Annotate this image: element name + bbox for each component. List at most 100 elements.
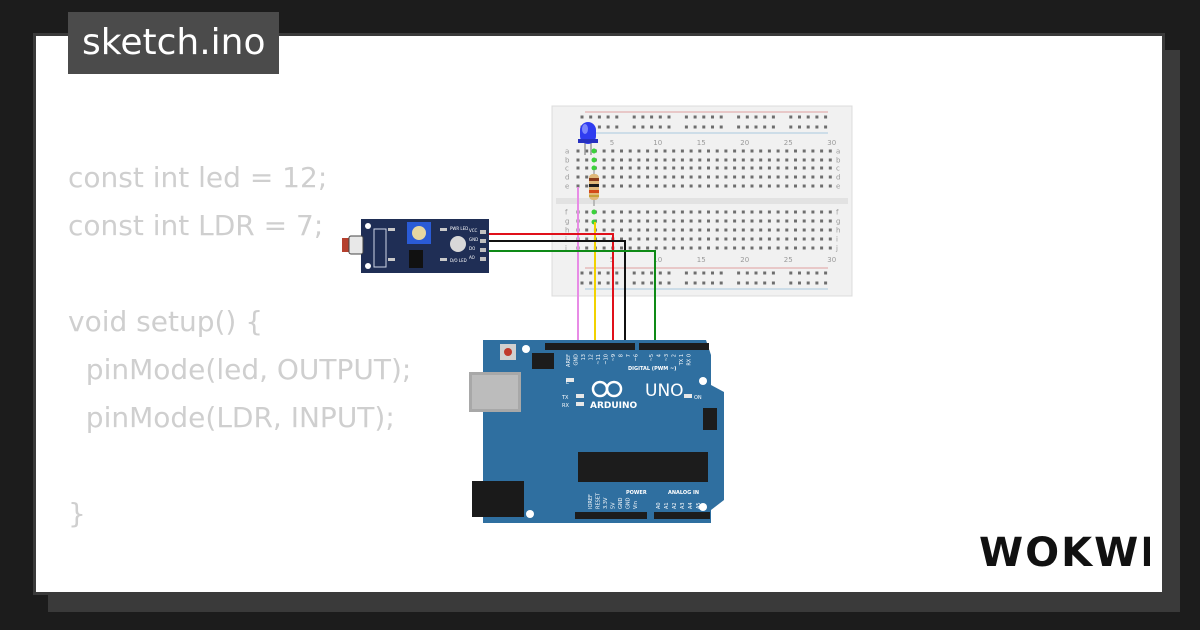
breadboard-hole[interactable] xyxy=(576,166,580,170)
breadboard-hole[interactable] xyxy=(785,175,789,179)
breadboard-hole[interactable] xyxy=(811,246,815,250)
breadboard-hole[interactable] xyxy=(794,237,797,241)
breadboard-hole[interactable] xyxy=(785,246,789,250)
breadboard-hole[interactable] xyxy=(715,184,719,188)
breadboard-hole[interactable] xyxy=(733,175,737,179)
breadboard-hole[interactable] xyxy=(680,149,684,153)
breadboard-hole[interactable] xyxy=(759,184,763,188)
power-rail-hole[interactable] xyxy=(771,281,775,285)
power-rail-hole[interactable] xyxy=(667,115,671,119)
breadboard-hole[interactable] xyxy=(767,228,771,232)
breadboard-hole[interactable] xyxy=(741,175,745,179)
breadboard-hole[interactable] xyxy=(828,166,832,170)
breadboard-hole[interactable] xyxy=(785,210,789,214)
breadboard-hole[interactable] xyxy=(637,210,641,214)
power-rail-hole[interactable] xyxy=(658,271,662,275)
breadboard-hole[interactable] xyxy=(750,246,754,250)
breadboard-hole[interactable] xyxy=(759,219,763,223)
breadboard-hole[interactable] xyxy=(759,210,763,214)
breadboard-hole[interactable] xyxy=(750,219,754,223)
breadboard-hole[interactable] xyxy=(611,149,615,153)
breadboard-hole[interactable] xyxy=(741,166,745,170)
breadboard-hole[interactable] xyxy=(689,166,693,170)
breadboard-hole[interactable] xyxy=(628,175,632,179)
arduino-uno-board[interactable]: L TX RX ON DIGITAL (PWM ~) POWER ANALOG … xyxy=(469,340,724,523)
breadboard-hole[interactable] xyxy=(750,228,754,232)
breadboard-hole[interactable] xyxy=(602,246,606,250)
breadboard-hole[interactable] xyxy=(820,175,824,179)
breadboard-hole[interactable] xyxy=(646,210,650,214)
breadboard-hole[interactable] xyxy=(698,184,702,188)
power-rail-hole[interactable] xyxy=(824,125,828,129)
power-rail-hole[interactable] xyxy=(798,281,801,285)
breadboard-hole[interactable] xyxy=(820,219,824,223)
breadboard-hole[interactable] xyxy=(707,166,710,170)
breadboard-hole[interactable] xyxy=(654,166,658,170)
power-rail-hole[interactable] xyxy=(719,271,723,275)
breadboard-hole[interactable] xyxy=(672,149,676,153)
power-rail-hole[interactable] xyxy=(711,271,714,275)
breadboard-hole[interactable] xyxy=(602,184,606,188)
power-rail-hole[interactable] xyxy=(597,271,601,275)
breadboard-hole[interactable] xyxy=(724,237,728,241)
breadboard-hole[interactable] xyxy=(802,184,806,188)
power-rail-hole[interactable] xyxy=(737,125,741,129)
breadboard-hole[interactable] xyxy=(715,228,719,232)
breadboard-hole[interactable] xyxy=(585,166,589,170)
breadboard-hole[interactable] xyxy=(689,149,693,153)
power-rail-hole[interactable] xyxy=(684,125,688,129)
power-rail-hole[interactable] xyxy=(650,271,654,275)
breadboard-hole[interactable] xyxy=(637,184,641,188)
breadboard-hole[interactable] xyxy=(828,210,832,214)
breadboard-hole[interactable] xyxy=(654,237,658,241)
breadboard-hole[interactable] xyxy=(646,219,650,223)
breadboard-hole[interactable] xyxy=(767,184,771,188)
power-rail-hole[interactable] xyxy=(580,115,584,119)
power-rail-hole[interactable] xyxy=(711,125,714,129)
power-rail-hole[interactable] xyxy=(580,281,584,285)
breadboard-hole[interactable] xyxy=(707,184,710,188)
breadboard-hole[interactable] xyxy=(707,210,710,214)
breadboard-hole[interactable] xyxy=(776,158,780,162)
breadboard-hole[interactable] xyxy=(776,246,780,250)
breadboard-hole[interactable] xyxy=(715,166,719,170)
breadboard-hole[interactable] xyxy=(820,184,824,188)
breadboard-hole[interactable] xyxy=(585,210,589,214)
power-rail-hole[interactable] xyxy=(806,271,810,275)
breadboard-hole[interactable] xyxy=(794,184,797,188)
power-rail-hole[interactable] xyxy=(684,281,688,285)
breadboard-hole[interactable] xyxy=(715,149,719,153)
breadboard-hole[interactable] xyxy=(672,219,676,223)
power-rail-hole[interactable] xyxy=(789,115,793,119)
file-name-tag[interactable]: sketch.ino xyxy=(68,12,280,74)
breadboard-hole[interactable] xyxy=(628,149,632,153)
breadboard-hole[interactable] xyxy=(585,149,589,153)
breadboard-hole[interactable] xyxy=(802,149,806,153)
breadboard-hole[interactable] xyxy=(628,210,632,214)
breadboard-hole[interactable] xyxy=(767,175,771,179)
breadboard-hole[interactable] xyxy=(828,184,832,188)
power-rail-hole[interactable] xyxy=(693,281,697,285)
breadboard-hole[interactable] xyxy=(620,219,623,223)
breadboard-hole[interactable] xyxy=(733,219,737,223)
power-rail-hole[interactable] xyxy=(693,115,697,119)
breadboard-hole[interactable] xyxy=(750,149,754,153)
power-rail-hole[interactable] xyxy=(745,115,749,119)
power-rail-hole[interactable] xyxy=(641,125,645,129)
power-rail-hole[interactable] xyxy=(658,115,662,119)
breadboard-hole[interactable] xyxy=(741,237,745,241)
breadboard-hole[interactable] xyxy=(680,158,684,162)
breadboard-hole[interactable] xyxy=(689,228,693,232)
power-rail-hole[interactable] xyxy=(684,271,688,275)
power-rail-hole[interactable] xyxy=(815,125,819,129)
breadboard-hole[interactable] xyxy=(628,228,632,232)
breadboard-hole[interactable] xyxy=(620,184,623,188)
breadboard-hole[interactable] xyxy=(689,237,693,241)
breadboard-hole[interactable] xyxy=(602,228,606,232)
breadboard-hole[interactable] xyxy=(820,158,824,162)
breadboard-hole[interactable] xyxy=(620,228,623,232)
breadboard-hole[interactable] xyxy=(767,149,771,153)
breadboard-hole[interactable] xyxy=(654,158,658,162)
breadboard-hole[interactable] xyxy=(663,166,667,170)
